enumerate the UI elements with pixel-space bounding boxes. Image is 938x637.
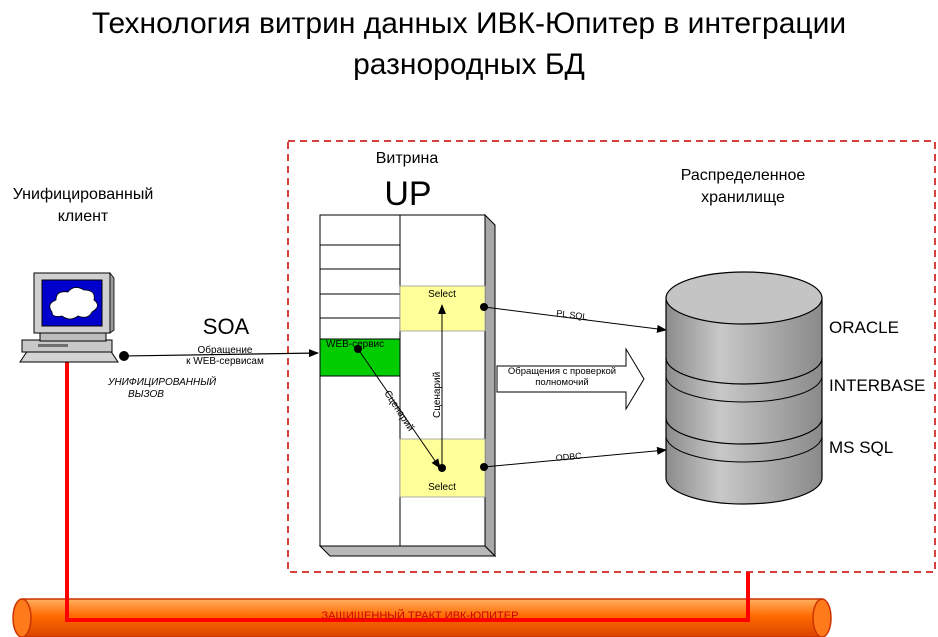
channel-line-client [65, 362, 750, 622]
soa-arrow [123, 349, 319, 358]
select-bottom-label: Select [428, 482, 456, 493]
showcase-name: UP [384, 175, 432, 213]
soa-sub-line1: Обращение [197, 345, 253, 356]
access-check-arrow [496, 347, 645, 411]
unified-call-line2: ВЫЗОВ [128, 389, 164, 400]
web-service-box [319, 338, 401, 377]
soa-sub-line2: к WEB-сервисам [186, 356, 264, 367]
db-interbase-label: INTERBASE [829, 376, 926, 395]
showcase-block [318, 213, 497, 558]
unified-call-line1: УНИФИЦИРОВАННЫЙ [108, 377, 217, 388]
page-title-line1: Технология витрин данных ИВК-Юпитер в ин… [91, 7, 847, 40]
page-title-line2: разнородных БД [353, 48, 585, 81]
secure-channel-label: ЗАЩИЩЕННЫЙ ТРАКТ ИВК-ЮПИТЕР [321, 610, 519, 622]
select-top-label: Select [428, 289, 456, 300]
web-service-label: WEB-сервис [326, 339, 385, 350]
scenario-vert-label: Сценарий [432, 372, 443, 418]
storage-label-line2: хранилище [701, 189, 785, 206]
access-check-line2: полномочий [535, 377, 589, 388]
database-cylinder [665, 271, 823, 505]
plsql-arrow [483, 306, 667, 333]
client-label-line2: клиент [57, 208, 109, 225]
storage-label-line1: Распределенное [680, 167, 806, 184]
client-label-line1: Унифицированный [12, 186, 154, 203]
computer-icon [19, 271, 119, 363]
soa-label: SOA [202, 314, 250, 339]
scenario-diag-arrow [357, 348, 441, 469]
access-check-line1: Обращения с проверкой [507, 366, 617, 377]
plsql-label: PL SQL [556, 308, 588, 322]
db-mssql-label: MS SQL [829, 438, 894, 457]
odbc-arrow [483, 446, 667, 468]
odbc-label: ODBC [555, 451, 582, 463]
showcase-label: Витрина [375, 150, 439, 167]
db-oracle-label: ORACLE [829, 318, 899, 337]
